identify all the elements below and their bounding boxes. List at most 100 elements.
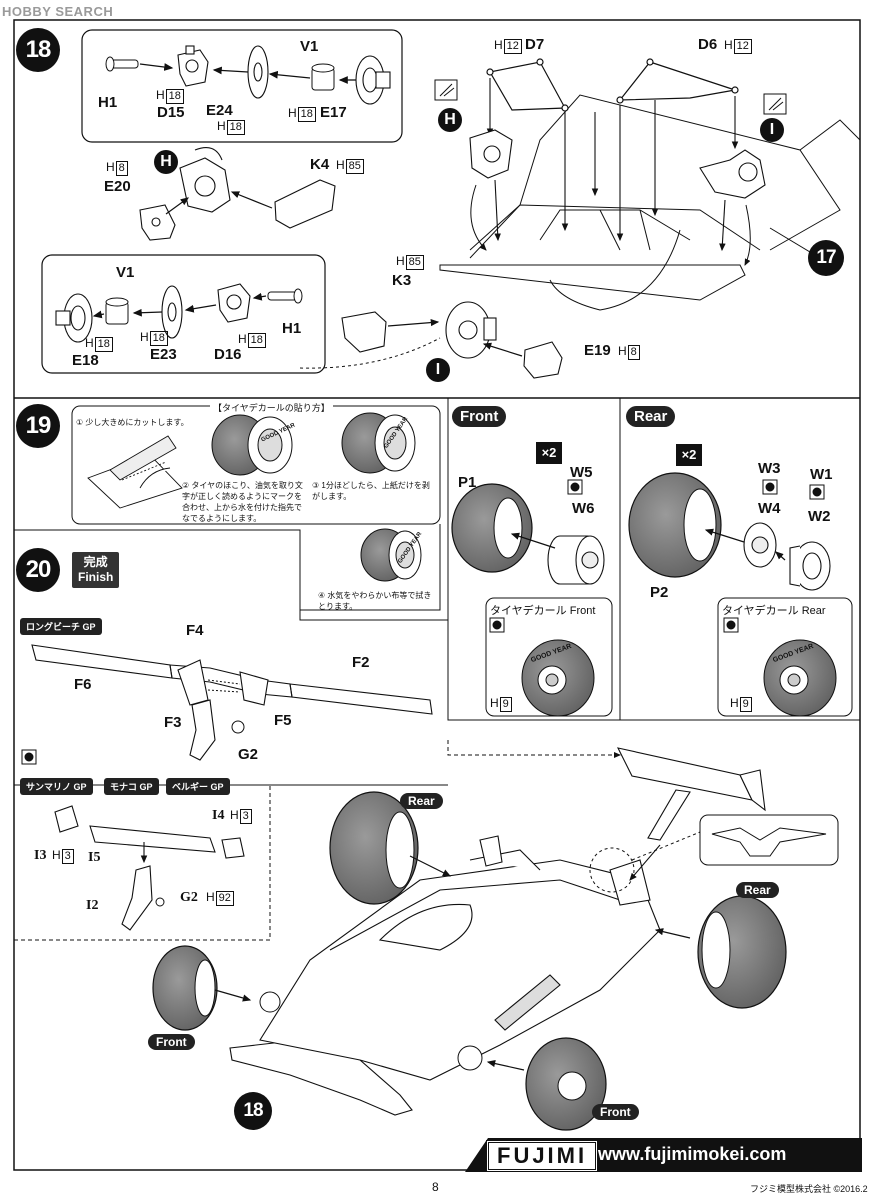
decal-title: 【タイヤデカールの貼り方】: [210, 403, 333, 414]
nipper-icon-1: [434, 79, 458, 101]
ref-h-marker-2: H: [438, 108, 462, 132]
label-d15: D15: [157, 104, 185, 121]
copyright: フジミ模型株式会社 ©2016.2: [750, 1184, 868, 1194]
tag-belgium: ベルギー GP: [166, 778, 230, 795]
label-e18: E18: [72, 352, 99, 369]
label-e19: E19: [584, 342, 611, 359]
car-front-tire-right: [525, 1037, 607, 1131]
car-rear-tire-right: [697, 895, 787, 1009]
car-hub-detail: [259, 991, 483, 1071]
decal-tire-3: [360, 528, 422, 582]
label-e23: E23: [150, 346, 177, 363]
label-i3: I3: [34, 848, 47, 863]
finish-jp: 完成: [83, 555, 108, 569]
part-e20: [139, 204, 176, 241]
completed-car: [229, 835, 661, 1116]
label-h1: H1: [98, 94, 118, 111]
label-f4: F4: [186, 622, 204, 639]
rear-wheel-w2: [789, 541, 831, 591]
label-e20: E20: [104, 178, 131, 195]
ref-i-marker: I: [760, 118, 784, 142]
front-x2-badge: ×2: [536, 442, 562, 464]
label-f5: F5: [274, 712, 292, 729]
decal-markers: [21, 479, 825, 765]
front-decal-box: [485, 597, 613, 717]
nipper-icon-2: [763, 93, 787, 115]
rear-decal-caption: タイヤデカール Rear: [722, 605, 826, 617]
step-18-reference: 18: [234, 1092, 272, 1130]
label-w5: W5: [570, 464, 593, 481]
label-w2: W2: [808, 508, 831, 525]
ref-h-marker: H: [154, 150, 178, 174]
rear-wing-longbeach: [31, 644, 433, 715]
rear-tire-p2: [628, 472, 722, 578]
chassis-step18: [439, 94, 861, 311]
ref-i-marker-2: I: [426, 358, 450, 382]
rear-pill-car-2: Rear: [736, 882, 779, 898]
tag-san-marino: サンマリノ GP: [20, 778, 93, 795]
front-decal-caption: タイヤデカール Front: [490, 605, 596, 617]
decal-note-3: ③ 1分ほどしたら、上紙だけを剥がします。: [312, 481, 430, 501]
part-v1-lower: [105, 297, 129, 325]
car-rear-wing: [616, 747, 766, 841]
front-pill-car-2: Front: [592, 1104, 639, 1120]
front-tire-p1: [451, 483, 533, 573]
rear-wing-sanmarino: [54, 805, 245, 931]
fujimi-logo: FUJIMI: [486, 1140, 599, 1172]
wishbone-d7: [486, 58, 569, 112]
label-d16: D16: [214, 346, 242, 363]
tag-monaco: モナコ GP: [104, 778, 159, 795]
label-e24: E24: [206, 102, 233, 119]
finish-badge: 完成 Finish: [72, 552, 120, 588]
front-wheel-w6: [547, 535, 605, 585]
front-pill-car-1: Front: [148, 1034, 195, 1050]
decal-note-1: ① 少し大きめにカットします。: [76, 418, 189, 427]
page-frame: [13, 19, 861, 1171]
rear-wheel-w4: [743, 522, 777, 568]
label-p2: P2: [650, 584, 669, 601]
assembly-i-mounted: [699, 149, 766, 199]
label-d6: D6: [698, 36, 718, 53]
label-f3: F3: [164, 714, 182, 731]
website-url[interactable]: www.fujimimokei.com: [598, 1144, 787, 1164]
finish-en: Finish: [78, 570, 114, 584]
wing-mount-detail: [699, 814, 839, 866]
wishbone-d6: [616, 58, 739, 104]
part-v1-upper: [311, 63, 335, 91]
label-k4: K4: [310, 156, 330, 173]
assembly-h: [179, 147, 231, 213]
label-i4: I4: [212, 808, 225, 823]
rear-x2-badge: ×2: [676, 444, 702, 466]
rear-pill-car-1: Rear: [400, 793, 443, 809]
rear-decal-tire: [763, 639, 837, 717]
watermark: HOBBY SEARCH: [2, 4, 114, 19]
subassembly-box-i: [41, 254, 326, 374]
label-f2: F2: [352, 654, 370, 671]
part-h1-lower: [267, 288, 303, 304]
page-number: 8: [432, 1180, 439, 1194]
label-w3: W3: [758, 460, 781, 477]
decal-sketch: [87, 435, 183, 509]
label-g2: G2: [238, 746, 259, 763]
decal-tire-2: [341, 412, 416, 474]
part-h1-upper: [105, 56, 139, 72]
label-w4: W4: [758, 500, 781, 517]
rear-decal-box: [717, 597, 853, 717]
assembly-h-mounted: [469, 129, 513, 179]
car-front-tire-left: [152, 945, 218, 1031]
step-17-reference: 17: [808, 240, 844, 276]
decal-note-2: ② タイヤのほこり、油気を取り文字が正しく読めるようにマークを合わせ、上から水を…: [182, 481, 303, 523]
